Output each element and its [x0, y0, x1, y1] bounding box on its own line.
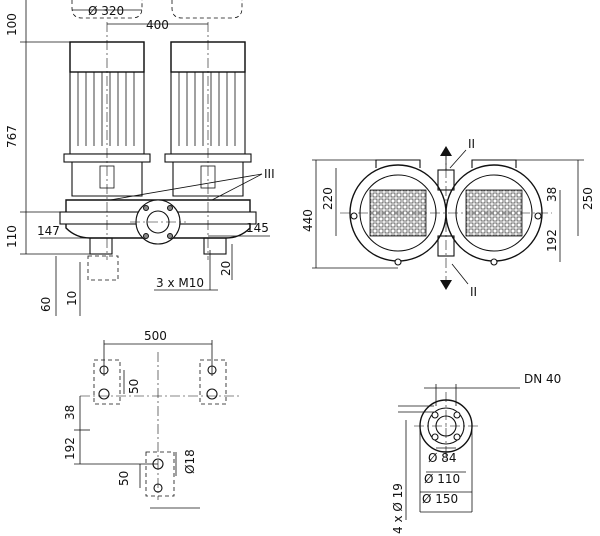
lantern-left	[71, 162, 143, 197]
foot-left	[89, 237, 113, 255]
dim-dia-110: Ø 110	[424, 472, 460, 486]
dim-192: 192	[545, 229, 559, 252]
label-dn40: DN 40	[524, 372, 561, 386]
label-ii-top: II	[468, 137, 475, 151]
motor-cap-right	[171, 0, 243, 19]
dim-50-bottom: 50	[117, 471, 131, 486]
dim-250: 250	[581, 187, 595, 210]
dim-100: 100	[5, 13, 19, 36]
arrow-up-icon	[440, 146, 452, 156]
dim-10: 10	[65, 291, 79, 306]
dim-767: 767	[5, 125, 19, 148]
base-pad-bottom	[145, 451, 175, 497]
dim-50-top: 50	[127, 379, 141, 394]
dim-38: 38	[545, 187, 559, 202]
dim-dia-18: Ø18	[183, 449, 197, 474]
dim-20: 20	[219, 261, 233, 276]
motor-cap-left	[71, 0, 143, 19]
dim-220: 220	[321, 187, 335, 210]
label-iii: III	[264, 167, 275, 181]
dim-147: 147	[37, 224, 60, 238]
dim-110: 110	[5, 225, 19, 248]
dim-145: 145	[246, 221, 269, 235]
dim-dia-320: Ø 320	[88, 4, 124, 18]
dim-440: 440	[301, 209, 315, 232]
lantern-right	[172, 162, 244, 197]
foot-right	[203, 237, 227, 255]
base-dashed	[87, 255, 119, 281]
dim-500: 500	[144, 329, 167, 343]
dim-60: 60	[39, 297, 53, 312]
base-view: 500 50 38 192 Ø18 50	[63, 329, 240, 509]
dim-3xm10: 3 x M10	[156, 276, 204, 290]
dim-38-base: 38	[63, 405, 77, 420]
dim-4x-dia-19: 4 x Ø 19	[391, 483, 405, 534]
motor-fins	[77, 72, 236, 146]
dim-dia-150: Ø 150	[422, 492, 458, 506]
flange-view: DN 40 Ø 84 Ø 110 Ø 150 4 x Ø 19	[391, 372, 561, 534]
arrow-down-icon	[440, 280, 452, 290]
label-ii-bottom: II	[470, 285, 477, 299]
dim-400: 400	[146, 18, 169, 32]
front-view: Ø 320 400 100 767 110 147 145 20 3 x M10…	[5, 0, 275, 316]
dim-192-base: 192	[63, 437, 77, 460]
top-view: II II 440 220 38 192 250	[301, 137, 595, 299]
dim-dia-84: Ø 84	[428, 451, 457, 465]
